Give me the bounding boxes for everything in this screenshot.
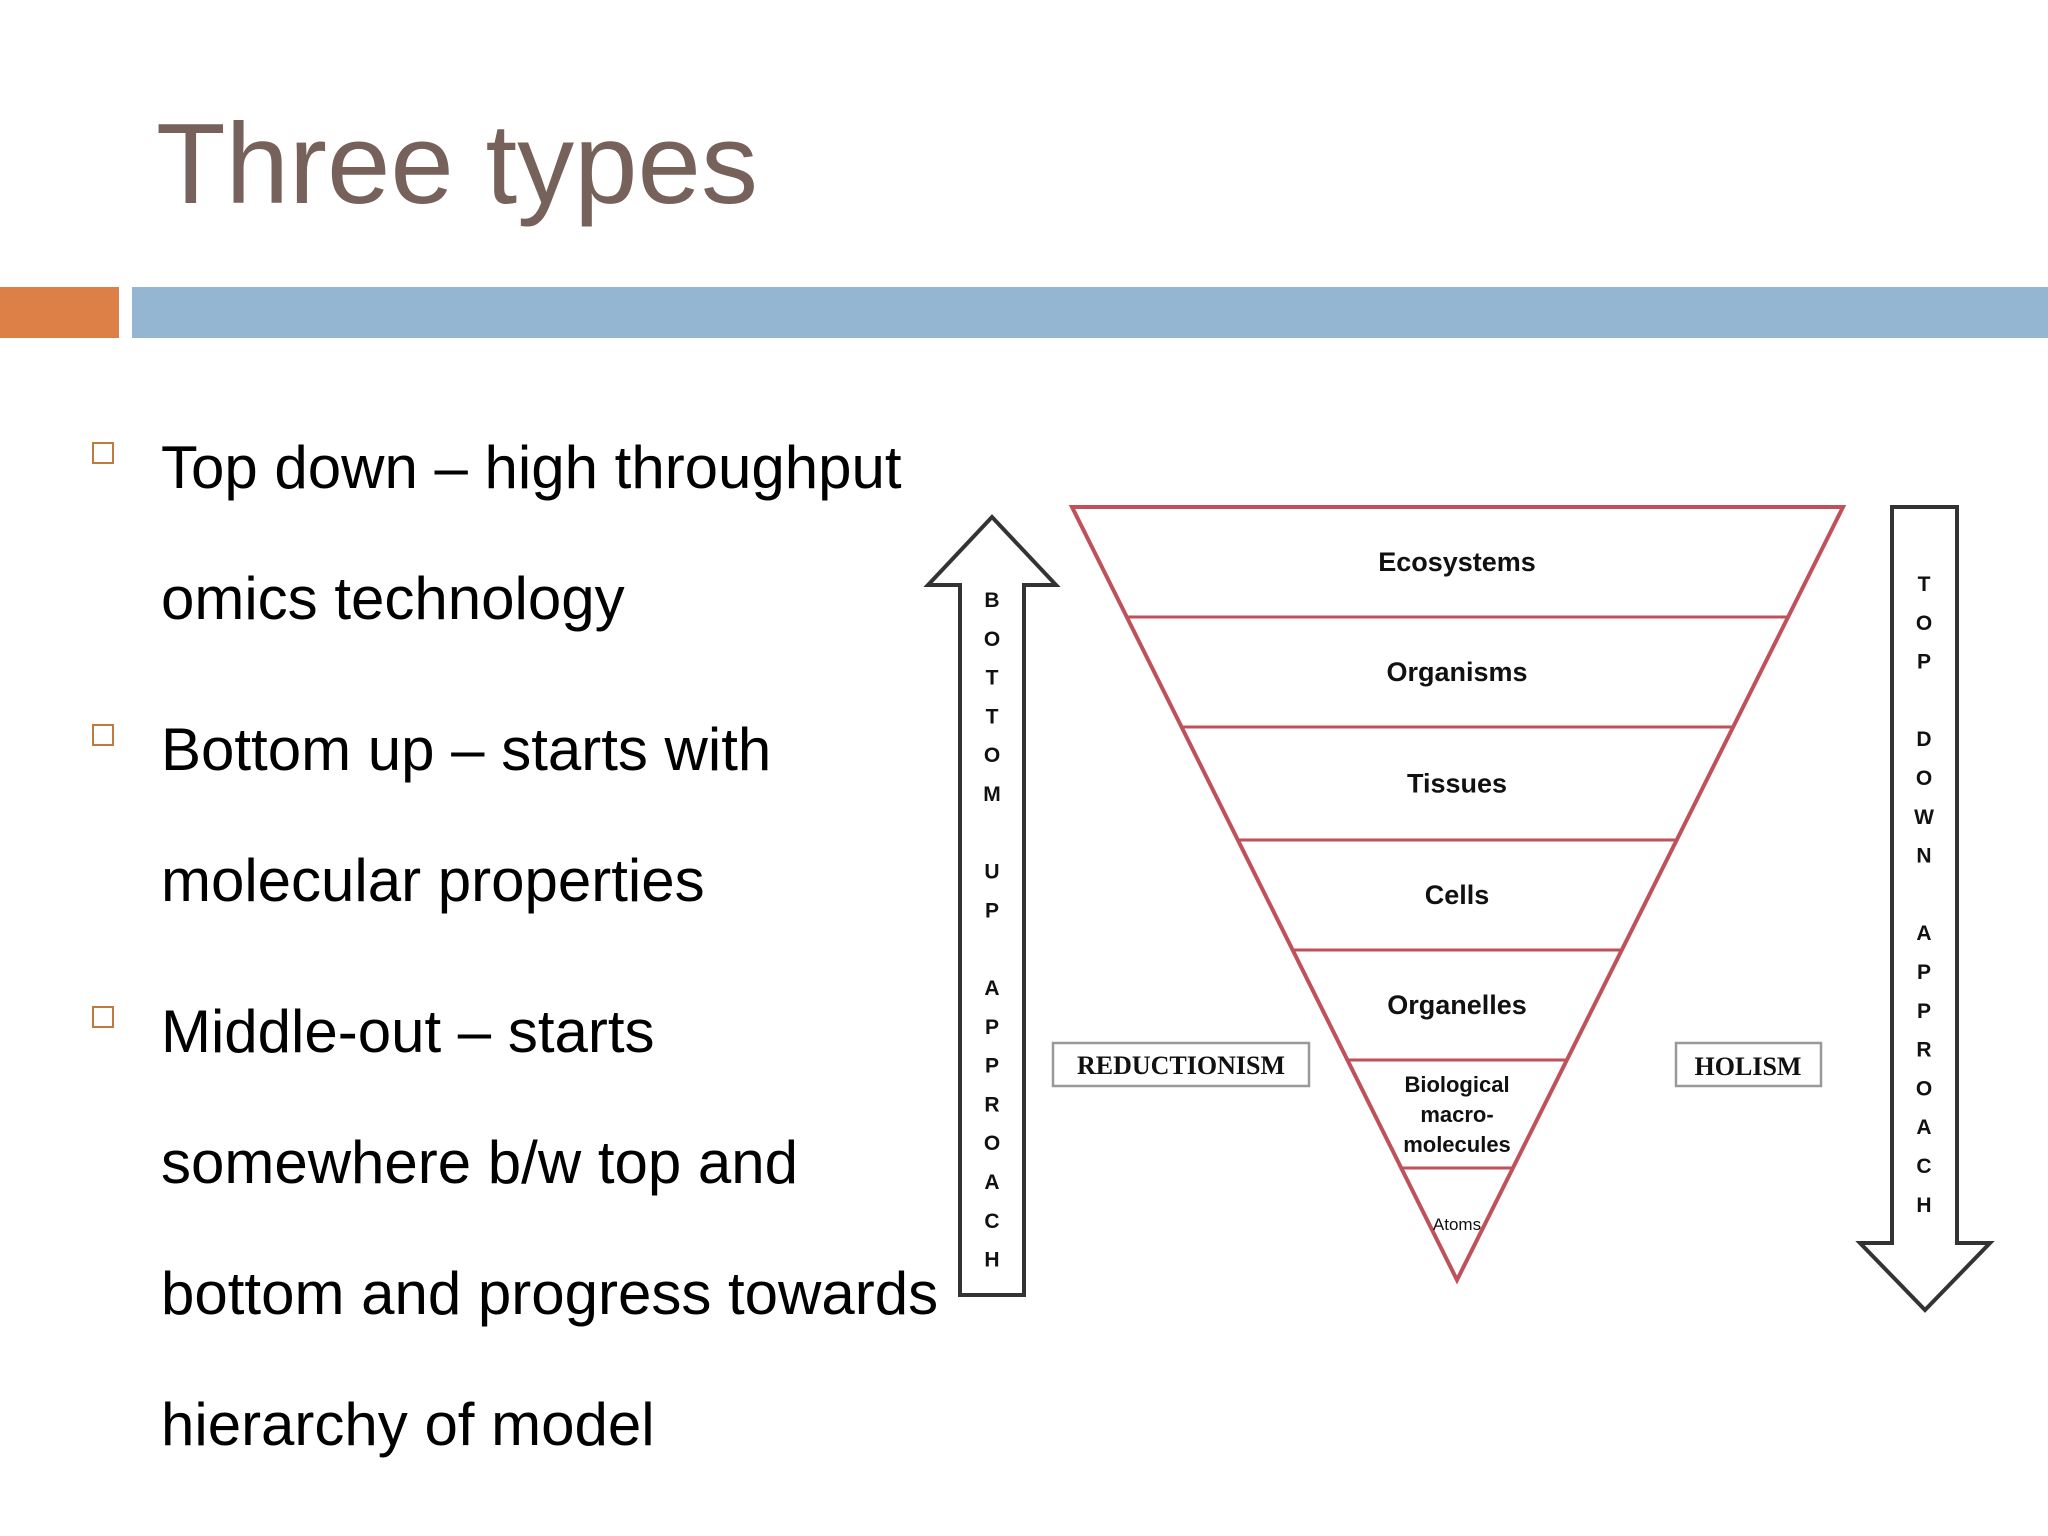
- arrow-letter: P: [1917, 1000, 1931, 1023]
- pyramid-outline: [1068, 505, 1847, 1285]
- arrow-letter: C: [984, 1210, 999, 1233]
- arrow-down-icon: [1855, 505, 1995, 1313]
- arrow-letter: B: [984, 589, 999, 612]
- pyramid-level-label: Tissues: [1407, 769, 1507, 799]
- holism-label: HOLISM: [1695, 1052, 1802, 1081]
- arrow-letter: R: [984, 1093, 999, 1116]
- reductionism-box: [1051, 1041, 1311, 1088]
- pyramid-level-label: Organisms: [1386, 657, 1527, 687]
- arrow-letter: P: [985, 1055, 999, 1078]
- arrow-letter: T: [1918, 573, 1931, 596]
- arrow-letter: R: [1916, 1039, 1931, 1062]
- arrow-letter: H: [1916, 1194, 1931, 1217]
- arrow-up-icon: [923, 514, 1061, 1297]
- bullet-item: Top down – high throughput omics technol…: [88, 402, 968, 664]
- bullet-text: Bottom up – starts with molecular proper…: [161, 716, 772, 914]
- reductionism-label: REDUCTIONISM: [1077, 1051, 1285, 1080]
- bullet-text: Middle-out – starts somewhere b/w top an…: [161, 998, 939, 1458]
- hollow-square-icon: [92, 442, 114, 464]
- pyramid-level-label: Atoms: [1433, 1215, 1481, 1234]
- arrow-letter: O: [1916, 1077, 1932, 1100]
- arrow-letter: O: [1916, 767, 1932, 790]
- pyramid-level-label: Organelles: [1387, 990, 1527, 1020]
- arrow-letter: O: [984, 1132, 1000, 1155]
- arrow-letter: P: [985, 899, 999, 922]
- arrow-letter: A: [984, 1171, 999, 1194]
- arrow-letter: W: [1914, 806, 1934, 829]
- arrow-letter: P: [1917, 961, 1931, 984]
- pyramid-level-label: Ecosystems: [1378, 547, 1536, 577]
- arrow-letter: A: [1916, 922, 1931, 945]
- arrow-letter: U: [984, 861, 999, 884]
- accent-bar-blue: [132, 287, 2048, 338]
- bullet-list: Top down – high throughput omics technol…: [88, 402, 968, 1510]
- bullet-text: Top down – high throughput omics technol…: [161, 434, 902, 632]
- holism-box: [1674, 1041, 1823, 1088]
- arrow-letter: A: [984, 977, 999, 1000]
- hollow-square-icon: [92, 1006, 114, 1028]
- arrow-letter: P: [1917, 651, 1931, 674]
- arrow-letter: N: [1916, 845, 1931, 868]
- arrow-letter: O: [984, 628, 1000, 651]
- pyramid-level-label: Cells: [1425, 880, 1490, 910]
- accent-bar-orange: [0, 287, 119, 338]
- bullet-item: Middle-out – starts somewhere b/w top an…: [88, 966, 968, 1490]
- arrow-letter: T: [986, 667, 999, 690]
- arrow-letter: M: [983, 783, 1001, 806]
- slide-title: Three types: [156, 101, 758, 228]
- arrow-letter: A: [1916, 1116, 1931, 1139]
- arrow-letter: D: [1916, 728, 1931, 751]
- bullet-item: Bottom up – starts with molecular proper…: [88, 684, 968, 946]
- pyramid: EcosystemsOrganismsTissuesCellsOrganelle…: [1068, 505, 1847, 1285]
- arrow-letter: C: [1916, 1155, 1931, 1178]
- arrow-letter: H: [984, 1249, 999, 1272]
- arrow-letter: O: [984, 744, 1000, 767]
- arrow-letter: T: [986, 705, 999, 728]
- hollow-square-icon: [92, 724, 114, 746]
- arrow-letter: O: [1916, 612, 1932, 635]
- arrow-letter: P: [985, 1016, 999, 1039]
